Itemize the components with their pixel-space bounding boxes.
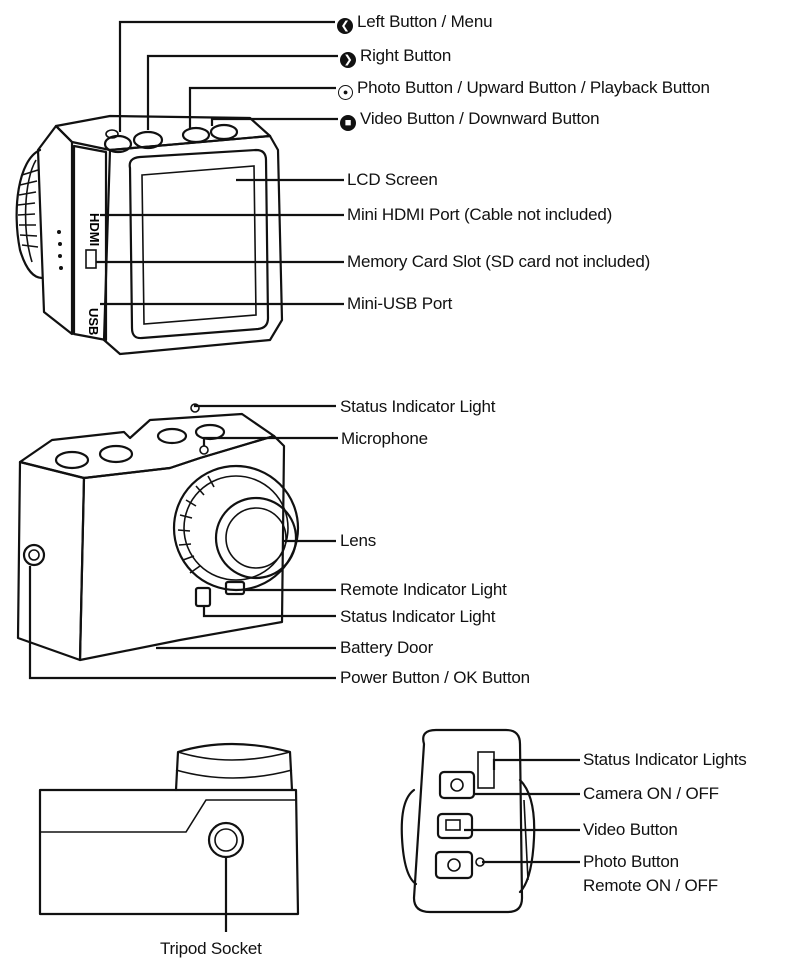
photo-button: [181, 126, 211, 144]
label-remote-light: Remote Indicator Light: [340, 580, 507, 599]
power-button: [22, 543, 46, 567]
label-remote-video-button: Video Button: [583, 820, 678, 839]
rear-lens-ring: [15, 148, 44, 280]
label-power-button: Power Button / OK Button: [340, 668, 530, 687]
hdmi-port-text: HDMI: [87, 213, 102, 246]
front-side-body: [16, 460, 86, 662]
label-status-light-top: Status Indicator Light: [340, 397, 496, 416]
label-remote-on-off: Remote ON / OFF: [583, 876, 718, 895]
remote-body: [412, 728, 524, 914]
label-card-slot: Memory Card Slot (SD card not included): [347, 252, 651, 271]
label-usb-port: Mini-USB Port: [347, 294, 453, 313]
remote-power-button: [438, 770, 476, 800]
rear-port-strip: [72, 144, 108, 342]
lens-ring: [172, 464, 300, 592]
usb-port-text: USB: [86, 308, 101, 335]
remote-video-button: [436, 812, 474, 840]
remote-status-lights: [477, 751, 495, 789]
rear-frame: [102, 134, 284, 356]
remote-control: [400, 728, 536, 914]
right-button: [132, 130, 164, 150]
camera-rear-view: HDMI USB: [15, 114, 284, 356]
video-button: [209, 123, 239, 141]
camera-icon: ●: [338, 85, 353, 100]
remote-photo-button: [434, 850, 474, 880]
label-remote-status-lights: Status Indicator Lights: [583, 750, 747, 769]
microphone: [199, 445, 209, 455]
label-lcd-screen: LCD Screen: [347, 170, 438, 189]
front-top-plate: [18, 412, 276, 480]
front-face: [78, 434, 286, 662]
label-left-button: ❮Left Button / Menu: [337, 12, 493, 34]
video-camera-icon: ■: [340, 115, 356, 131]
rear-view-leaders: [96, 20, 344, 306]
label-hdmi-port: Mini HDMI Port (Cable not included): [347, 205, 613, 224]
label-camera-on-off: Camera ON / OFF: [583, 784, 719, 803]
remote-leaders: [464, 758, 580, 864]
front-lens-grip: [177, 475, 215, 574]
rear-side-body: [36, 124, 74, 336]
bottom-lens-dome: [174, 742, 294, 792]
lens: [214, 496, 298, 580]
remote-indicator-light: [224, 580, 246, 596]
label-remote-photo-button: Photo Button: [583, 852, 679, 871]
label-battery-door: Battery Door: [340, 638, 434, 657]
label-microphone: Microphone: [341, 429, 428, 448]
label-lens: Lens: [340, 531, 377, 550]
lcd-screen: [128, 148, 270, 340]
camera-front-view: [16, 403, 300, 662]
label-tripod-socket: Tripod Socket: [160, 939, 262, 958]
chevron-right-icon: ❯: [340, 52, 356, 68]
chevron-left-icon: ❮: [337, 18, 353, 34]
label-right-button: ❯Right Button: [340, 46, 451, 68]
memory-card-slot: [85, 249, 97, 269]
bottom-body: [38, 788, 300, 916]
camera-bottom-view: [38, 742, 300, 932]
status-indicator-light-front: [194, 586, 212, 608]
label-status-light-front: Status Indicator Light: [340, 607, 496, 626]
label-photo-button: ●Photo Button / Upward Button / Playback…: [338, 78, 710, 100]
label-video-button: ■Video Button / Downward Button: [340, 109, 600, 131]
tripod-socket: [207, 821, 245, 859]
front-view-leaders: [28, 404, 338, 680]
lens-ring-grip: [17, 169, 39, 248]
